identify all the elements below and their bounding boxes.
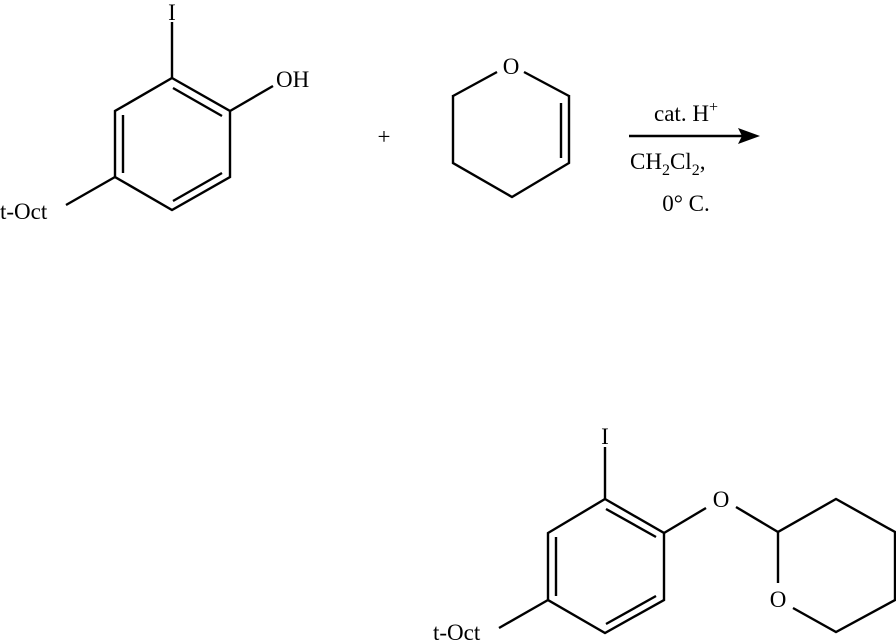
ether-bond	[736, 507, 778, 532]
hydroxyl-label: OH	[276, 67, 309, 92]
temperature-label: 0° C.	[662, 191, 710, 216]
hydroxyl-bond	[230, 86, 273, 111]
ring-oxygen-label: O	[503, 54, 520, 79]
toct-label: t-Oct	[0, 199, 48, 224]
thp-ring	[778, 499, 895, 632]
benzene-ring	[115, 78, 230, 210]
benzene-ring	[548, 499, 664, 633]
ether-oxygen-label: O	[713, 487, 730, 512]
plus-sign: +	[378, 124, 391, 149]
ring-bond	[524, 72, 569, 96]
reactant-dihydropyran: O	[453, 54, 569, 197]
ring-bond	[453, 95, 569, 197]
reactant-iodophenol: I OH t-Oct	[0, 0, 309, 224]
product-thp-ether: I O O t-Oct	[433, 424, 895, 643]
toct-bond	[499, 600, 548, 628]
iodo-label: I	[601, 424, 609, 449]
catalyst-label: cat. H+	[654, 99, 718, 126]
solvent-label: CH2Cl2,	[630, 149, 705, 179]
reaction-arrow	[629, 128, 760, 144]
toct-bond	[66, 177, 115, 205]
ring-oxygen-label: O	[770, 587, 787, 612]
ether-bond	[664, 508, 706, 533]
ring-bond	[453, 72, 497, 96]
toct-label: t-Oct	[433, 620, 481, 643]
iodo-label: I	[168, 0, 176, 25]
